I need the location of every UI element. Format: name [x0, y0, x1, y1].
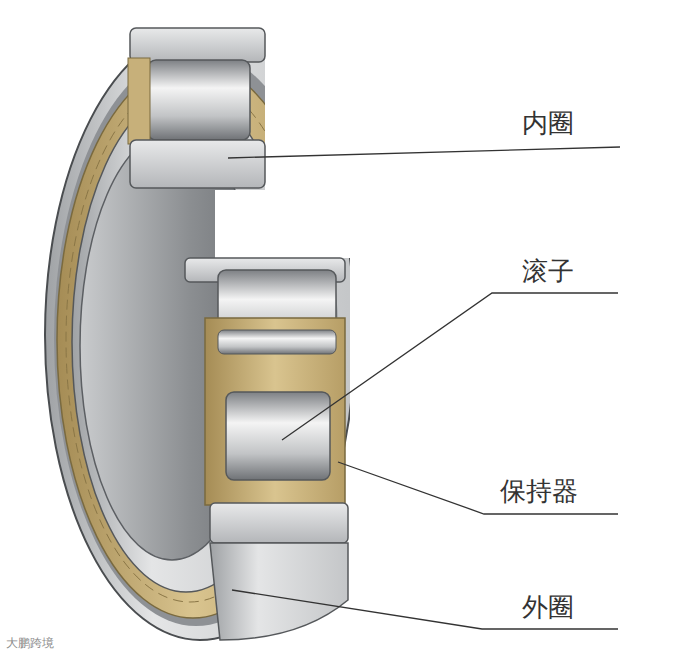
part-label: 滚子: [522, 256, 574, 287]
part-label: 内圈: [522, 108, 574, 139]
part-label: 保持器: [500, 476, 578, 507]
watermark: 大鹏跨境: [6, 636, 54, 650]
part-label: 外圈: [522, 592, 574, 623]
